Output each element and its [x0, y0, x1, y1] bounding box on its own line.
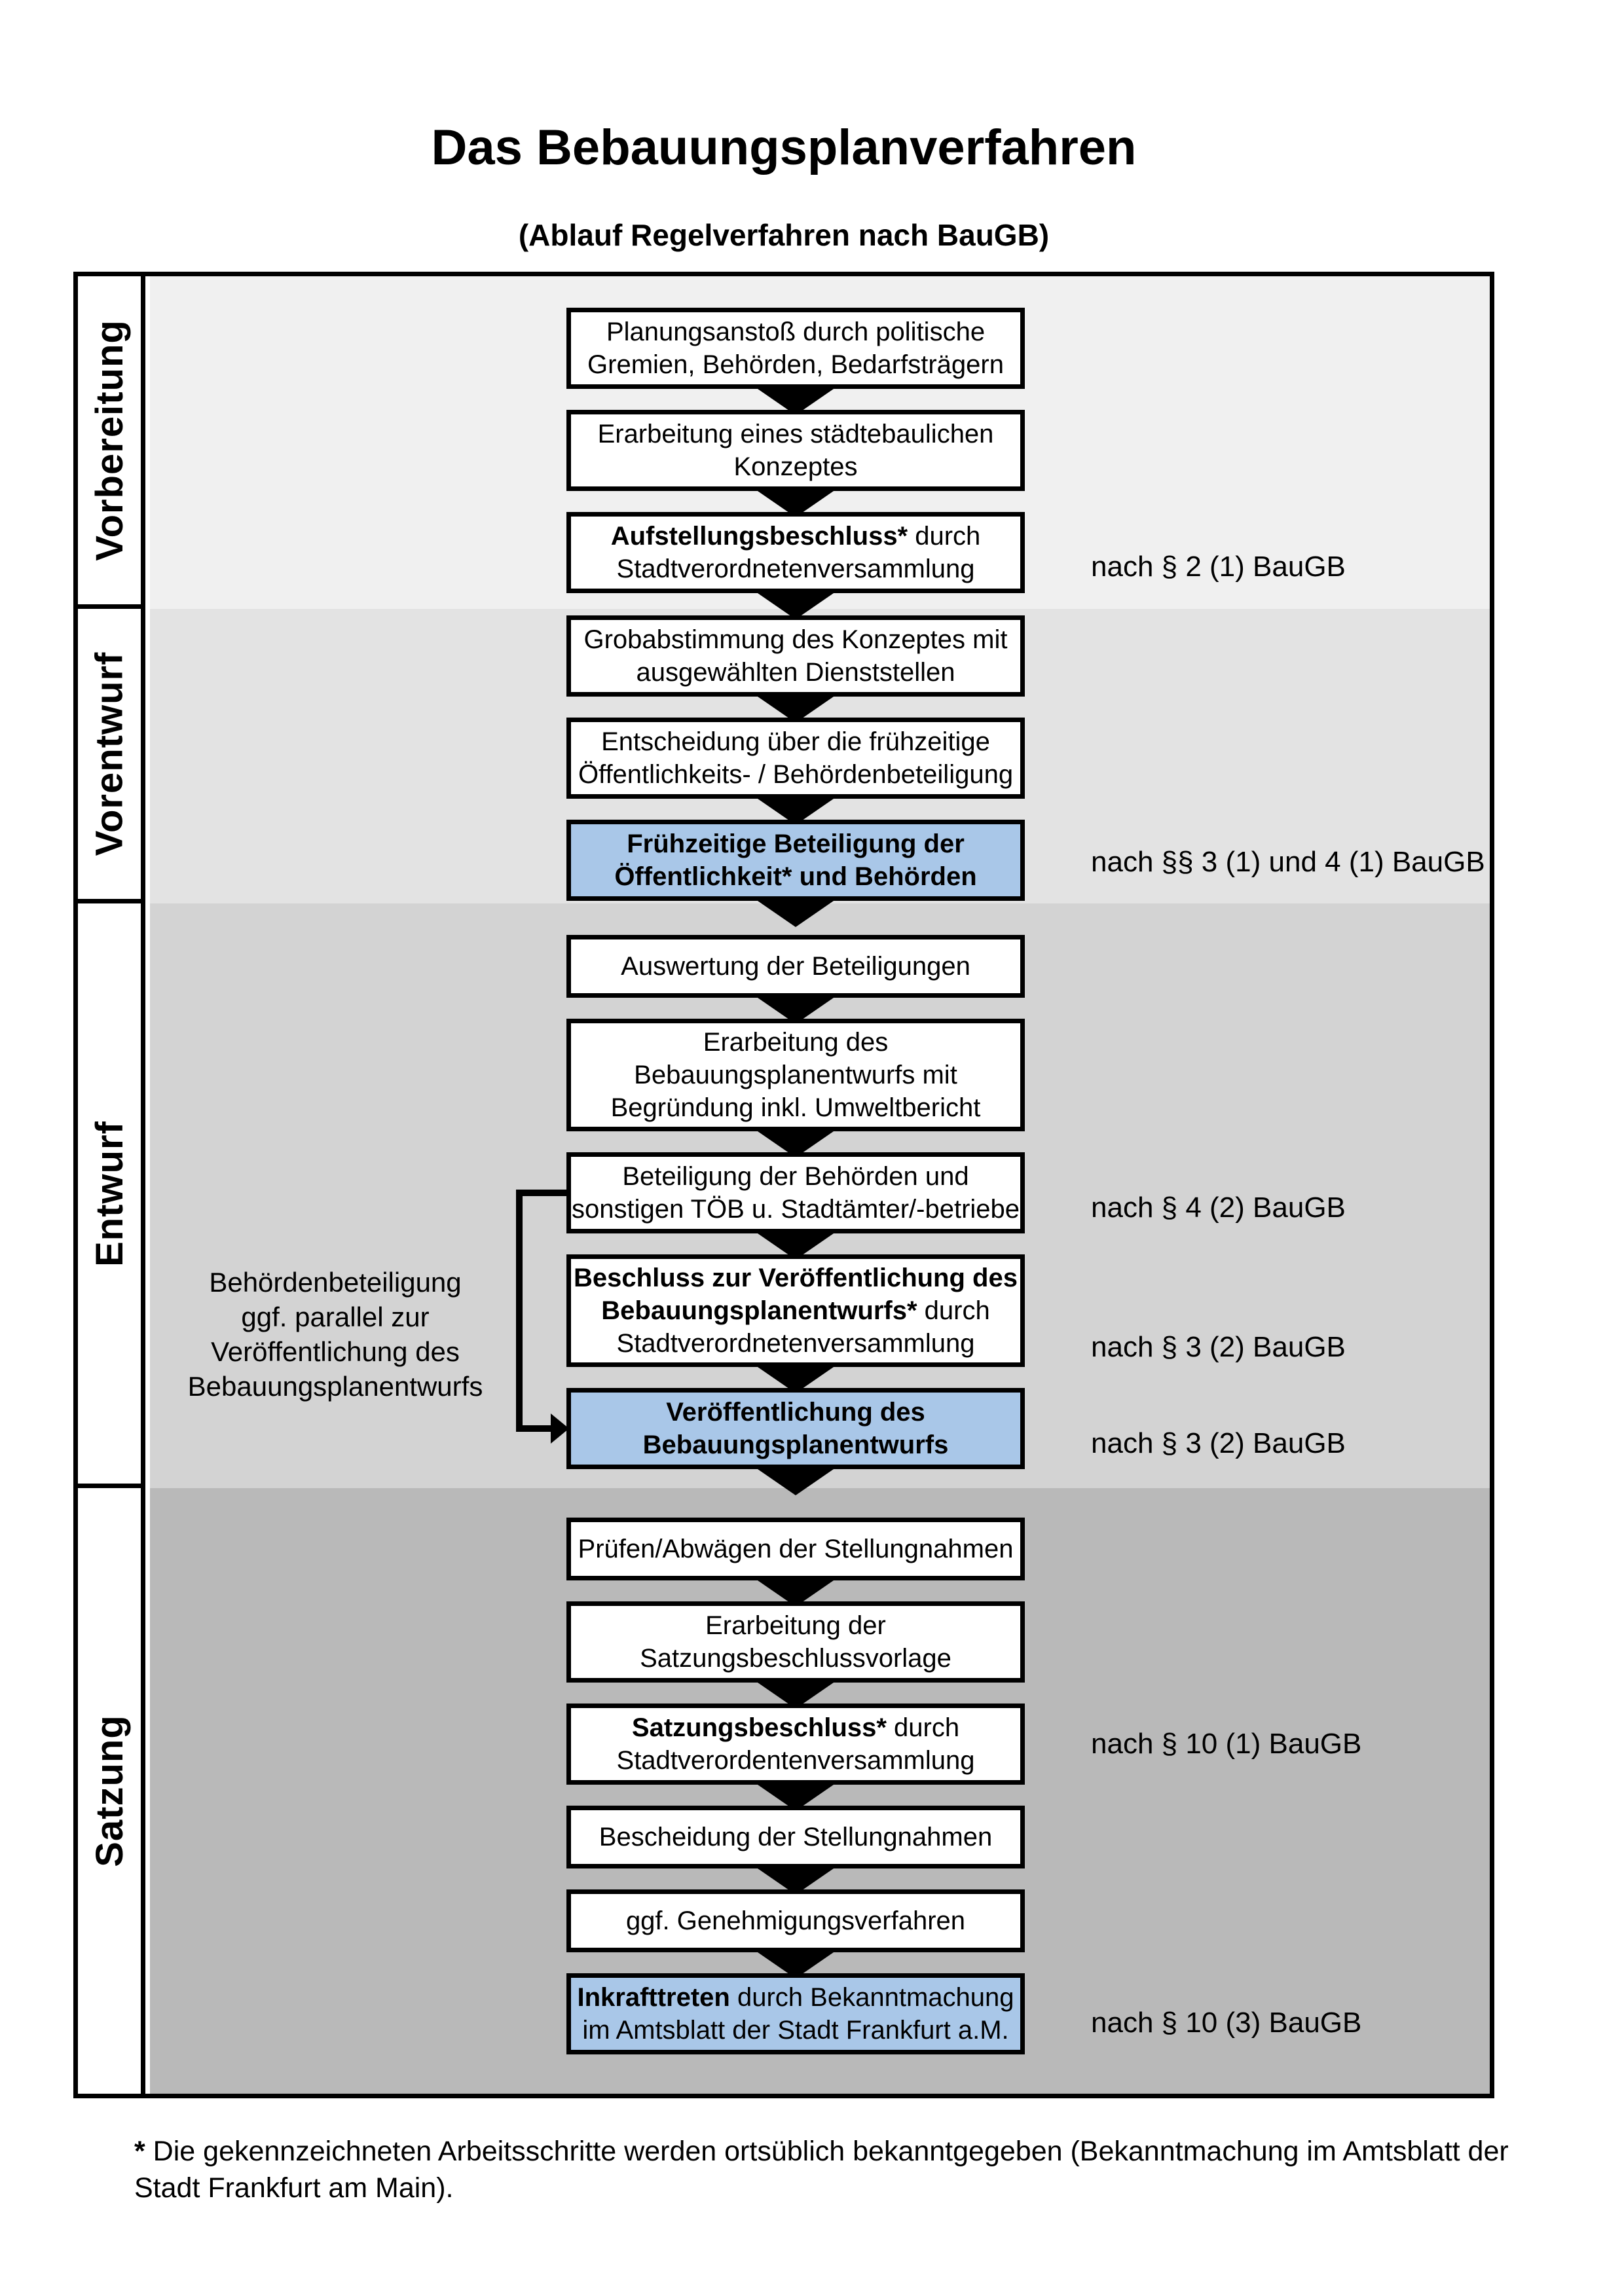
side-note-line: Veröffentlichung des [211, 1336, 460, 1367]
step-text: Erarbeitung der [705, 1611, 886, 1640]
step-box-staedtebauliches-konzept: Erarbeitung eines städtebaulichen Konzep… [566, 410, 1025, 491]
step-text: Stadtverordnetenversammlung [616, 555, 975, 583]
phase-cell-satzung: Satzung [78, 1488, 141, 2094]
side-note-line: Bebauungsplanentwurfs [187, 1371, 483, 1402]
step-text: Erarbeitung eines städtebaulichen [597, 420, 994, 448]
step-text: Grobabstimmung des Konzeptes mit [583, 625, 1008, 654]
step-box-bescheidung: Bescheidung der Stellungnahmen [566, 1806, 1025, 1868]
step-text: Auswertung der Beteiligungen [621, 952, 970, 981]
law-reference: nach § 4 (2) BauGB [1091, 1192, 1346, 1224]
step-text: durch [908, 522, 981, 551]
step-box-erarbeitung-entwurf: Erarbeitung des Bebauungsplanentwurfs mi… [566, 1019, 1025, 1131]
step-text: Beschluss zur Veröffentlichung des [574, 1264, 1018, 1292]
step-text: Aufstellungsbeschluss* [610, 522, 908, 551]
page-title: Das Bebauungsplanverfahren [431, 120, 1137, 175]
step-box-satzungsbeschluss: Satzungsbeschluss* durch Stadtverordente… [566, 1704, 1025, 1785]
step-box-behoerdenbeteiligung: Beteiligung der Behörden und sonstigen T… [566, 1152, 1025, 1233]
step-box-veroeffentlichungsbeschluss: Beschluss zur Veröffentlichung des Bebau… [566, 1254, 1025, 1367]
step-text: Stadtverordentenversammlung [616, 1746, 975, 1775]
step-text: Planungsanstoß durch politische [606, 318, 986, 346]
footnote-text: Die gekennzeichneten Arbeitsschritte wer… [134, 2136, 1509, 2204]
step-text: Frühzeitige Beteiligung der [627, 829, 965, 858]
law-reference: nach § 10 (1) BauGB [1091, 1728, 1362, 1760]
highlight-box-veroeffentlichung: Veröffentlichung des Bebauungsplanentwur… [566, 1388, 1025, 1469]
step-text: ausgewählten Dienststellen [636, 658, 955, 687]
step-text: Inkrafttreten [577, 1983, 730, 2012]
law-reference: nach § 10 (3) BauGB [1091, 2007, 1362, 2039]
step-text: Beteiligung der Behörden und [622, 1162, 969, 1191]
law-reference: nach § 3 (2) BauGB [1091, 1331, 1346, 1363]
connector-elbow-line [516, 1190, 566, 1196]
connector-arrow-right-icon [551, 1413, 569, 1444]
step-box-aufstellungsbeschluss: Aufstellungsbeschluss* durch Stadtverord… [566, 512, 1025, 593]
step-box-auswertung: Auswertung der Beteiligungen [566, 935, 1025, 998]
step-text: Stadtverordnetenversammlung [616, 1329, 975, 1358]
phase-cell-entwurf: Entwurf [78, 903, 141, 1488]
step-text: durch [917, 1296, 990, 1325]
step-text: Öffentlichkeits- / Behördenbeteiligung [578, 760, 1014, 789]
side-note-line: ggf. parallel zur [241, 1302, 430, 1332]
step-text: Satzungsbeschluss* [631, 1713, 887, 1742]
step-text: im Amtsblatt der Stadt Frankfurt a.M. [582, 2016, 1009, 2045]
phase-label-entwurf: Entwurf [88, 1120, 131, 1267]
phase-cell-vorbereitung: Vorbereitung [78, 276, 141, 609]
step-box-grobabstimmung: Grobabstimmung des Konzeptes mit ausgewä… [566, 615, 1025, 697]
step-text: Gremien, Behörden, Bedarfsträgern [587, 350, 1004, 379]
page-subtitle: (Ablauf Regelverfahren nach BauGB) [518, 218, 1050, 252]
connector-elbow-line [516, 1425, 552, 1432]
step-text: ggf. Genehmigungsverfahren [625, 1906, 966, 1935]
step-text: Bebauungsplanentwurfs [642, 1430, 949, 1459]
flow-arrow-down-icon [758, 901, 834, 927]
highlight-box-fruehzeitige-beteiligung: Frühzeitige Beteiligung der Öffentlichke… [566, 820, 1025, 901]
step-text: Entscheidung über die frühzeitige [601, 727, 990, 756]
law-reference: nach § 2 (1) BauGB [1091, 551, 1346, 583]
step-text: Bescheidung der Stellungnahmen [599, 1823, 993, 1851]
phase-label-satzung: Satzung [88, 1715, 131, 1867]
phase-label-vorbereitung: Vorbereitung [88, 319, 131, 561]
step-text: Konzeptes [733, 452, 858, 481]
step-box-planungsanstoss: Planungsanstoß durch politische Gremien,… [566, 308, 1025, 389]
step-text: Öffentlichkeit* und Behörden [614, 862, 977, 891]
footnote: * Die gekennzeichneten Arbeitsschritte w… [134, 2133, 1522, 2206]
step-text: Begründung inkl. Umweltbericht [610, 1093, 981, 1122]
law-reference: nach § 3 (2) BauGB [1091, 1427, 1346, 1459]
flow-arrow-down-icon [758, 1469, 834, 1495]
step-box-satzungsbeschlussvorlage: Erarbeitung der Satzungsbeschlussvorlage [566, 1601, 1025, 1683]
step-text: durch [886, 1713, 960, 1742]
flow-arrow-down-icon [758, 593, 834, 619]
highlight-box-inkrafttreten: Inkrafttreten durch Bekanntmachung im Am… [566, 1973, 1025, 2054]
side-note: Behördenbeteiligung ggf. parallel zur Ve… [178, 1265, 492, 1404]
phase-label-vorentwurf: Vorentwurf [88, 651, 131, 856]
step-box-pruefen-abwaegen: Prüfen/Abwägen der Stellungnahmen [566, 1518, 1025, 1580]
step-text: Erarbeitung des [703, 1028, 889, 1057]
step-text: Bebauungsplanentwurfs mit [634, 1061, 957, 1089]
step-box-entscheidung-beteiligung: Entscheidung über die frühzeitige Öffent… [566, 718, 1025, 799]
step-text: Satzungsbeschlussvorlage [640, 1644, 951, 1673]
step-text: Veröffentlichung des [666, 1398, 925, 1427]
phase-label-column: Vorbereitung Vorentwurf Entwurf Satzung [78, 276, 145, 2094]
connector-elbow-line [516, 1190, 523, 1432]
step-text: Prüfen/Abwägen der Stellungnahmen [578, 1535, 1014, 1563]
step-text: sonstigen TÖB u. Stadtämter/-betriebe [571, 1195, 1020, 1224]
law-reference: nach §§ 3 (1) und 4 (1) BauGB [1091, 846, 1485, 878]
step-text: durch Bekanntmachung [729, 1983, 1014, 2012]
footnote-asterisk: * [134, 2136, 145, 2167]
phase-cell-vorentwurf: Vorentwurf [78, 609, 141, 903]
side-note-line: Behördenbeteiligung [209, 1267, 462, 1298]
diagram-frame: Vorbereitung Vorentwurf Entwurf Satzung … [73, 272, 1494, 2098]
step-text: Bebauungsplanentwurfs* [601, 1296, 917, 1325]
step-box-genehmigungsverfahren: ggf. Genehmigungsverfahren [566, 1889, 1025, 1952]
